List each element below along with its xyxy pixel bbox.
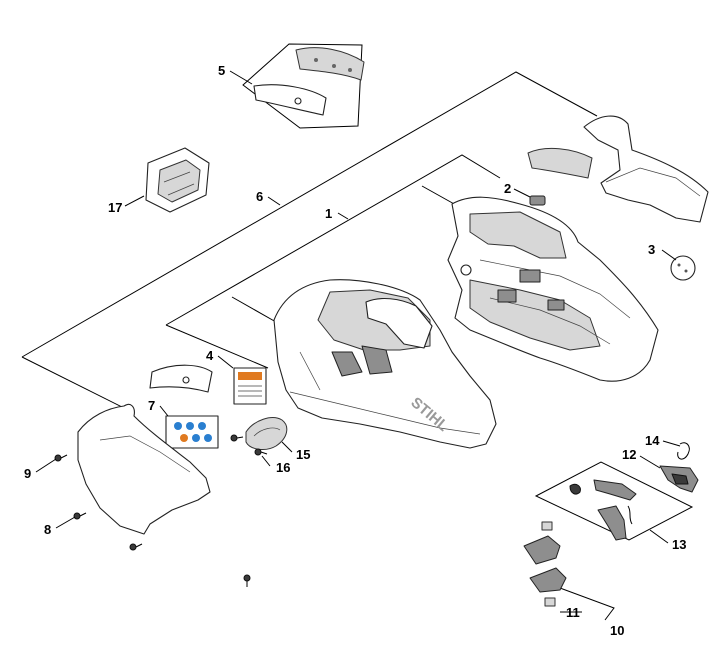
callout-12: 12: [622, 447, 636, 462]
callout-11: 11: [566, 605, 580, 620]
part-14-spring: [677, 442, 690, 460]
part-12-trigger: [659, 465, 699, 493]
callout-labels: 1 2 3 4 5 6 7 8 9 10 11 12 13 14 15 16 1…: [24, 63, 686, 638]
part-10-11-clips: [523, 521, 567, 607]
screw-8: [73, 512, 87, 520]
leader-lines: [35, 70, 681, 613]
screws: [54, 434, 268, 587]
lower-guard-shell: [77, 403, 211, 535]
callout-6: 6: [256, 189, 263, 204]
left-housing-half: STIHL: [273, 279, 497, 449]
group-bracket-lines: [21, 43, 694, 621]
callout-10: 10: [610, 623, 624, 638]
screw-9: [54, 454, 68, 462]
part-5-handle-inserts: [253, 47, 365, 116]
screw-loose: [243, 574, 251, 587]
right-housing-half: [447, 196, 659, 382]
part-3-disc: [670, 255, 696, 281]
callout-17: 17: [108, 200, 122, 215]
screw-lower: [129, 543, 143, 551]
part-17-bracket: [145, 147, 210, 213]
callout-1: 1: [325, 206, 332, 221]
part-7-warning-sticker: [165, 415, 219, 449]
upper-housing-cover: [527, 115, 709, 223]
screw-16: [254, 448, 268, 456]
callout-3: 3: [648, 242, 655, 257]
part-13-switch-assembly: [569, 479, 637, 541]
callout-2: 2: [504, 181, 511, 196]
part-2-clip: [529, 195, 546, 206]
callout-9: 9: [24, 466, 31, 481]
callout-16: 16: [276, 460, 290, 475]
part-4-label: [149, 364, 267, 405]
callout-7: 7: [148, 398, 155, 413]
callout-14: 14: [645, 433, 660, 448]
callout-5: 5: [218, 63, 225, 78]
callout-13: 13: [672, 537, 686, 552]
screw-upper: [230, 434, 244, 442]
callout-8: 8: [44, 522, 51, 537]
callout-15: 15: [296, 447, 310, 462]
part-15-cap: [245, 417, 288, 450]
callout-4: 4: [206, 348, 214, 363]
